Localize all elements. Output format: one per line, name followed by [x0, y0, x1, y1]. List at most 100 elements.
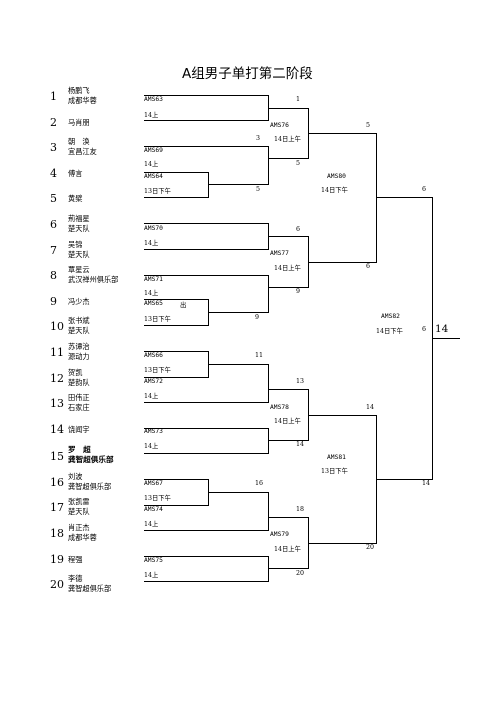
player-club: 龚智超俱乐部 [68, 481, 112, 491]
player-name: 贺凯 [68, 368, 83, 377]
r2-ams78-time: 14日上午 [274, 418, 301, 425]
player-name: 李德 [68, 574, 83, 583]
r1-ams70-code: AMS70 [144, 225, 163, 232]
player-seed: 9 [50, 295, 57, 308]
player-club: 楚天队 [68, 325, 90, 335]
player-club: 龚智超俱乐部 [68, 454, 114, 464]
r2-ams78-winner: 14 [366, 404, 375, 411]
r3-ams80-code: AMS80 [327, 173, 346, 180]
player-seed: 8 [50, 269, 57, 282]
player-name: 黄檗 [68, 194, 83, 203]
player-name: 杨鹏飞 [68, 86, 90, 95]
player-name: 张凯雷 [68, 497, 90, 506]
final-score: 14 [435, 323, 449, 335]
player-seed: 1 [50, 90, 57, 103]
player-seed: 15 [50, 450, 64, 463]
r3-ams81-winner: 14 [422, 480, 431, 487]
player-name: 张书斌 [68, 316, 90, 325]
player-seed: 5 [50, 192, 57, 205]
player-name: 程强 [68, 555, 83, 564]
r3-ams81-time: 13日下午 [321, 468, 348, 475]
r2-ams79-time: 14日上午 [274, 546, 301, 553]
page-title: A组男子单打第二阶段 [182, 66, 313, 82]
player-seed: 6 [50, 218, 57, 231]
r2-ams79-winner: 20 [366, 544, 375, 551]
r2-ams77-winner: 6 [366, 263, 371, 270]
player-name: 朝 涣 [68, 137, 90, 146]
r1-ams67-time: 13日下午 [144, 495, 171, 502]
r1-ams66-code: AMS66 [144, 352, 163, 359]
r1-ams70-time: 14上 [144, 240, 159, 247]
r1-ams69-code: AMS69 [144, 147, 163, 154]
player-seed: 16 [50, 476, 64, 489]
player-seed: 2 [50, 116, 57, 129]
player-club: 宜昌江友 [68, 146, 97, 156]
player-name: 饶闻宇 [68, 425, 90, 434]
r1-ams65-winner: 9 [255, 314, 260, 321]
player-name: 刘波 [68, 472, 83, 481]
player-seed: 7 [50, 244, 57, 257]
r1-ams75-time: 14上 [144, 572, 159, 579]
player-seed: 13 [50, 397, 64, 410]
r1-ams70-winner: 6 [296, 226, 301, 233]
r1-ams71-time: 14上 [144, 290, 159, 297]
player-name: 田伟正 [68, 393, 90, 402]
r2-ams78-w13: 13 [296, 378, 305, 385]
player-club: 成都华蓉 [68, 95, 97, 105]
r1-ams71-code: AMS71 [144, 276, 163, 283]
r2-ams77-w9: 9 [296, 288, 301, 295]
player-club: 楚天队 [68, 249, 90, 259]
r2-ams76-winner: 5 [366, 122, 371, 129]
player-seed: 17 [50, 501, 64, 514]
player-seed: 3 [50, 141, 57, 154]
player-seed: 4 [50, 167, 57, 180]
r1-ams65-time: 13日下午 [144, 316, 171, 323]
final-winner: 6 [422, 326, 427, 333]
player-seed: 14 [50, 423, 64, 436]
r1-ams75-code: AMS75 [144, 557, 163, 564]
r4-ams82-code: AMS82 [381, 313, 400, 320]
player-seed: 11 [50, 346, 64, 359]
r1-ams67-code: AMS67 [144, 480, 163, 487]
r1-ams67-winner: 16 [255, 480, 264, 487]
player-name: 傅言 [68, 169, 83, 178]
r1-ams72-code: AMS72 [144, 378, 163, 385]
player-name: 覃星云 [68, 265, 90, 274]
r1-ams74-code: AMS74 [144, 506, 163, 513]
player-club: 楚韵队 [68, 377, 90, 387]
player-club: 龚智超俱乐部 [68, 583, 112, 593]
player-name: 荊福星 [68, 214, 90, 223]
r1-ams64-winner: 5 [256, 186, 261, 193]
player-seed: 10 [50, 320, 64, 333]
player-name: 马肖朋 [68, 118, 90, 127]
r1-ams64-code: AMS64 [144, 173, 163, 180]
r2-ams79-code: AMS79 [270, 531, 289, 538]
player-seed: 12 [50, 372, 64, 385]
r2-ams76-time: 14日上午 [274, 136, 301, 143]
r2-ams76-w3: 3 [256, 135, 261, 142]
player-club: 武汉禅州俱乐部 [68, 274, 119, 284]
r1-ams63-winner: 1 [296, 96, 301, 103]
player-seed: 18 [50, 527, 64, 540]
r4-ams82-time: 14日下午 [376, 328, 403, 335]
r1-ams73-winner: 14 [296, 441, 305, 448]
r3-ams81-code: AMS81 [327, 454, 346, 461]
r1-ams65-note: 出 [180, 302, 187, 309]
r2-ams78-code: AMS78 [270, 404, 289, 411]
player-club: 源动力 [68, 351, 90, 361]
r1-ams73-code: AMS73 [144, 428, 163, 435]
player-seed: 19 [50, 553, 64, 566]
r1-ams63-code: AMS63 [144, 96, 163, 103]
player-name: 冯少杰 [68, 297, 90, 306]
r3-ams80-winner: 6 [422, 186, 427, 193]
r1-ams75-winner: 20 [296, 570, 305, 577]
r1-ams74-time: 14上 [144, 521, 159, 528]
player-name: 吴锦 [68, 240, 83, 249]
r1-ams69-time: 14上 [144, 161, 159, 168]
r3-ams80-time: 14日下午 [321, 187, 348, 194]
r1-ams72-time: 14上 [144, 393, 159, 400]
r1-ams65-code: AMS65 [144, 300, 163, 307]
player-club: 成都华蓉 [68, 532, 97, 542]
r1-ams66-time: 13日下午 [144, 367, 171, 374]
player-club: 楚天队 [68, 506, 90, 516]
